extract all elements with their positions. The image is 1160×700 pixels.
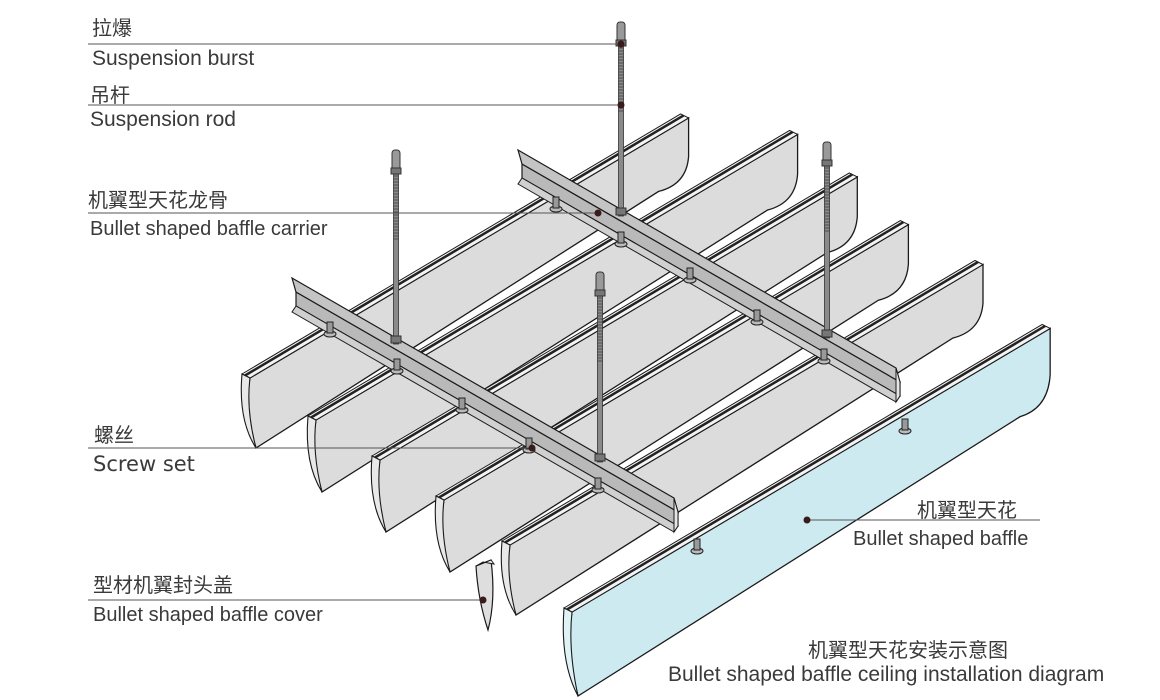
leader-lines-layer (88, 40, 1040, 604)
installed-baffle-2 (306, 129, 799, 494)
title-zh: 机翼型天花安装示意图 (808, 638, 1008, 662)
rod-front-right (594, 271, 606, 463)
screw (549, 196, 563, 213)
baffle-end-cap (562, 607, 579, 697)
carrier-front (291, 276, 679, 534)
baffle-end-cap (500, 540, 517, 616)
anchor-bolt (822, 141, 832, 163)
label-suspension-burst-en: Suspension burst (92, 47, 255, 70)
screw (690, 538, 704, 555)
anchor-bolt (616, 21, 626, 43)
leader-dot-baffle (803, 516, 811, 524)
leader-dot-suspension-burst (617, 40, 625, 48)
rod-nut (615, 207, 627, 216)
detached-baffle-layer (562, 323, 1052, 698)
screw-bolt (693, 538, 701, 551)
anchor-nut (390, 167, 402, 175)
label-suspension-rod-zh: 吊杆 (90, 83, 130, 107)
screw (591, 477, 605, 494)
anchor-nut (594, 289, 606, 297)
leader-dot-suspension-rod (617, 101, 625, 109)
baffle-end-cap (434, 495, 451, 573)
label-baffle-cover-zh: 型材机翼封头盖 (93, 573, 233, 597)
label-baffle-carrier-en: Bullet shaped baffle carrier (90, 218, 328, 240)
rod-back-right (821, 141, 833, 339)
screw (323, 321, 337, 338)
label-screw-set-zh: 螺丝 (94, 423, 134, 447)
anchor-nut (821, 159, 833, 167)
carrier-end (895, 367, 901, 404)
screw-bolt (753, 309, 761, 322)
label-suspension-rod-en: Suspension rod (90, 108, 236, 131)
detached-baffle (562, 323, 1052, 698)
rod-nut (594, 453, 606, 462)
screw-bolt (686, 267, 694, 280)
rod-shaft (618, 45, 624, 217)
screw (898, 418, 912, 435)
screw (390, 358, 404, 375)
leader-dot-baffle-cover (479, 596, 487, 604)
cover-body (475, 559, 494, 633)
baffle-cover (475, 559, 496, 633)
screw (683, 267, 697, 284)
leader-dot-screw-set (528, 444, 536, 452)
baffle-groove (504, 260, 979, 544)
rod-nut (390, 335, 402, 344)
rod-front-left (390, 149, 402, 345)
carriers-layer (291, 148, 901, 534)
screw-bolt (552, 196, 560, 209)
screw (817, 348, 831, 365)
anchor-bolt (391, 149, 401, 171)
rod-nut (821, 329, 833, 338)
baffle-groove (244, 114, 685, 377)
screw-bolt (458, 397, 466, 410)
cover-top (475, 559, 496, 567)
screw (614, 231, 628, 248)
baffle-groove (566, 324, 1046, 611)
screw-bolt (901, 418, 909, 431)
rod-shaft (597, 295, 603, 463)
screw (455, 397, 469, 414)
screw (750, 309, 764, 326)
label-baffle-cover-en: Bullet shaped baffle cover (93, 604, 323, 626)
label-suspension-burst-zh: 拉爆 (92, 16, 132, 40)
leader-dot-baffle-carrier (594, 209, 602, 217)
baffle-end-cap (370, 455, 387, 533)
screw-bolt (617, 231, 625, 244)
screw-bolt (594, 477, 602, 490)
label-baffle-carrier-zh: 机翼型天花龙骨 (88, 188, 228, 212)
title-en: Bullet shaped baffle ceiling installatio… (668, 663, 1105, 686)
label-baffle-zh: 机翼型天花 (917, 498, 1017, 522)
carrier-back (517, 148, 901, 404)
label-screw-set-en: Screw set (93, 452, 195, 476)
carrier-end (673, 497, 679, 534)
baffle-end-cap (306, 415, 323, 493)
rod-shaft (393, 173, 399, 345)
screw-bolt (820, 348, 828, 361)
baffle-groove (374, 173, 853, 459)
screw-bolt (326, 321, 334, 334)
label-baffle-en: Bullet shaped baffle (853, 528, 1029, 550)
screw-bolt (393, 358, 401, 371)
anchor-bolt (595, 271, 605, 293)
baffle-cover-layer (475, 559, 496, 633)
